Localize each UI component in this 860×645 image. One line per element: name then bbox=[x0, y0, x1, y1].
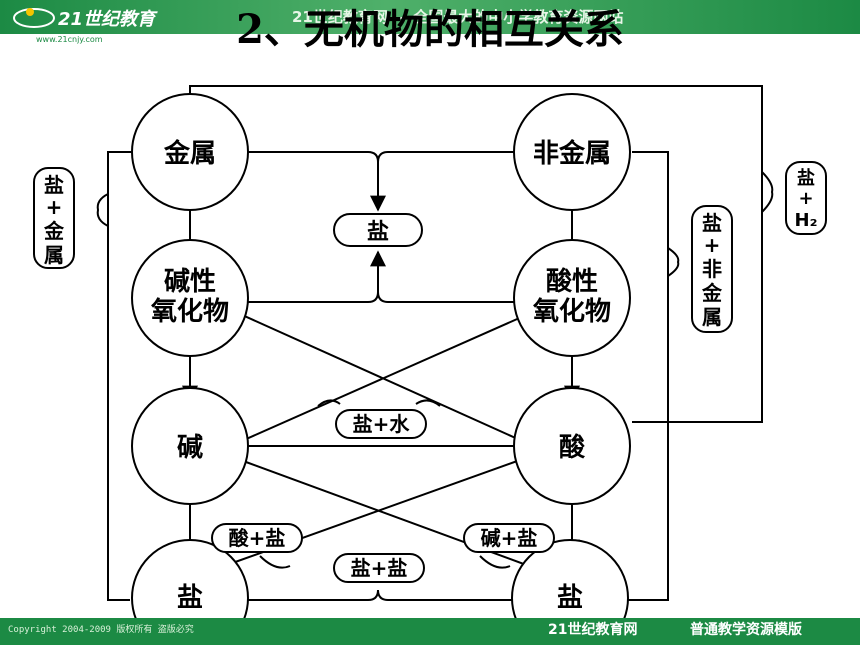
label-salt-water-box bbox=[335, 409, 427, 439]
brace-top-right bbox=[761, 171, 774, 213]
label-salt-salt: 盐+盐 bbox=[351, 556, 408, 580]
header-banner: 21世纪教育 www.21cnjy.com 21世纪教育网 — 全国最大的中小学… bbox=[0, 0, 860, 44]
node-salt-center bbox=[333, 213, 423, 247]
label-salt-h2-2: + bbox=[798, 188, 813, 209]
node-base bbox=[131, 387, 249, 505]
loop-nonmetal-right bbox=[628, 151, 669, 601]
line-metal-to-center bbox=[248, 151, 516, 163]
label-salt-nonmetal-1: 盐 bbox=[702, 211, 722, 235]
node-nonmetal bbox=[513, 93, 631, 211]
label-salt-metal-3: 金 bbox=[43, 219, 65, 243]
label-salt-metal-4: 属 bbox=[44, 243, 64, 267]
label-salt-salt-box bbox=[333, 553, 425, 583]
logo-url: www.21cnjy.com bbox=[36, 35, 103, 44]
label-acid-salt-box bbox=[211, 523, 303, 553]
line-oxides-to-center bbox=[248, 291, 516, 303]
footer-template-name: 普通教学资源模版 bbox=[690, 622, 802, 638]
label-salt-metal-2: + bbox=[46, 195, 63, 219]
label-salt-metal-box bbox=[33, 167, 75, 269]
brace-salt-water bbox=[317, 399, 441, 407]
node-basic-oxide bbox=[131, 239, 249, 357]
node-salt-center-label: 盐 bbox=[367, 220, 389, 245]
line-acidic-oxide-to-base bbox=[243, 315, 525, 441]
node-metal bbox=[131, 93, 249, 211]
header-bar bbox=[0, 0, 860, 34]
label-base-salt: 碱+盐 bbox=[481, 526, 538, 550]
loop-metal-left bbox=[107, 151, 132, 601]
line-salt-to-salt bbox=[248, 589, 512, 601]
label-salt-h2-1: 盐 bbox=[797, 167, 815, 189]
header-banner-text: 21世纪教育网 — 全国最大的中小学教育资源网站 bbox=[292, 8, 623, 26]
node-base-label: 碱 bbox=[177, 433, 203, 463]
node-acid bbox=[513, 387, 631, 505]
node-salt-left-label: 盐 bbox=[177, 583, 203, 613]
node-basic-oxide-label-1: 碱性 bbox=[164, 267, 216, 297]
node-acidic-oxide-label-2: 氧化物 bbox=[532, 297, 611, 327]
line-basic-oxide-to-acid bbox=[239, 313, 521, 441]
footer-bar: Copyright 2004-2009 版权所有 盗版必究 21世纪教育网 普通… bbox=[0, 618, 860, 645]
brace-left bbox=[96, 193, 109, 227]
logo-icon bbox=[13, 8, 55, 28]
node-basic-oxide-label-2: 氧化物 bbox=[150, 297, 229, 327]
footer-copyright: Copyright 2004-2009 版权所有 盗版必究 bbox=[8, 625, 194, 635]
footer-site-name: 21世纪教育网 bbox=[548, 622, 638, 638]
node-acidic-oxide-label-1: 酸性 bbox=[546, 267, 598, 297]
label-acid-salt: 酸+盐 bbox=[229, 526, 286, 550]
page-title: 2、无机物的相互关系 bbox=[236, 6, 624, 53]
node-acid-label: 酸 bbox=[559, 433, 586, 463]
node-metal-label: 金属 bbox=[163, 138, 216, 169]
brace-acid-salt bbox=[259, 555, 291, 569]
label-salt-nonmetal-2: + bbox=[704, 233, 721, 257]
label-salt-nonmetal-4: 金 bbox=[701, 281, 723, 305]
label-salt-water: 盐+水 bbox=[353, 412, 411, 436]
label-base-salt-box bbox=[463, 523, 555, 553]
label-salt-nonmetal-5: 属 bbox=[702, 305, 722, 329]
node-nonmetal-label: 非金属 bbox=[533, 138, 611, 169]
node-acidic-oxide bbox=[513, 239, 631, 357]
brace-right bbox=[667, 247, 680, 277]
brace-base-salt bbox=[479, 555, 511, 569]
label-salt-h2-box bbox=[785, 161, 827, 235]
label-salt-metal-1: 盐 bbox=[44, 173, 64, 197]
logo-text: 21世纪教育 bbox=[58, 9, 158, 30]
label-salt-nonmetal-box bbox=[691, 205, 733, 333]
node-salt-right-label: 盐 bbox=[557, 583, 583, 613]
label-salt-h2-3: H₂ bbox=[795, 210, 818, 231]
label-salt-nonmetal-3: 非 bbox=[702, 257, 722, 281]
